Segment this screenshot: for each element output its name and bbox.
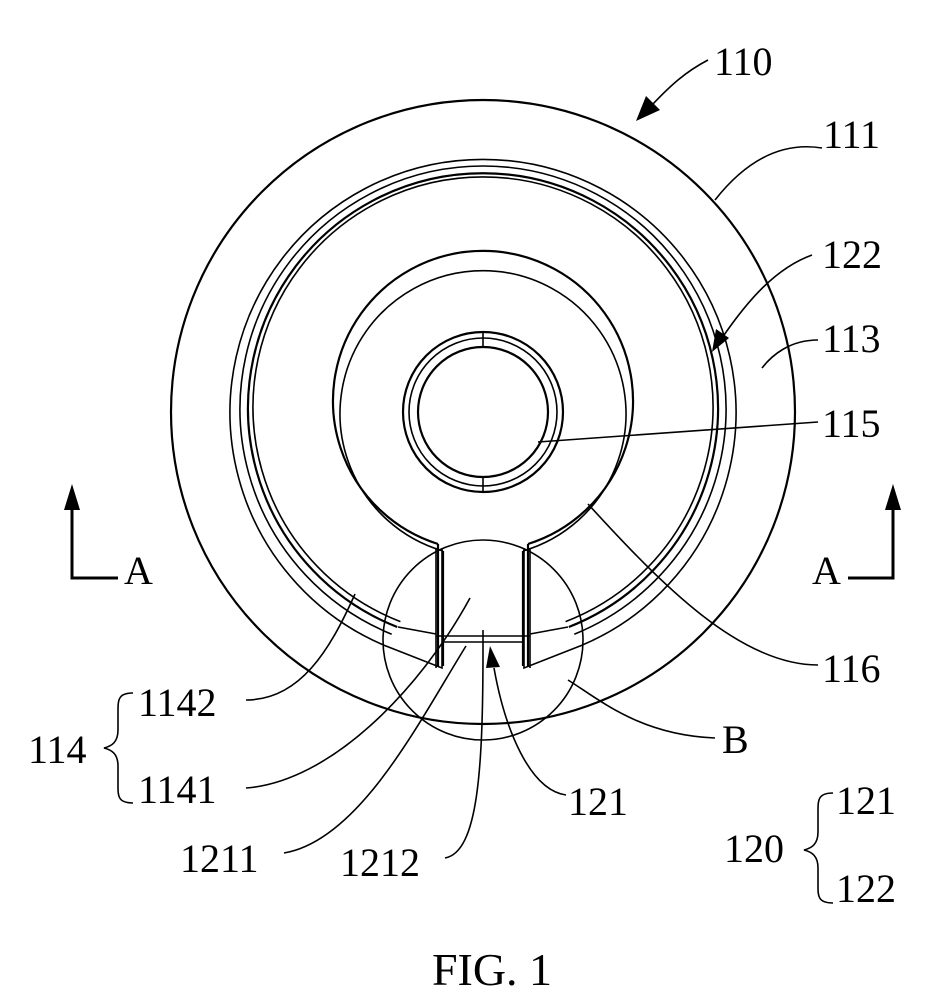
- label-b: B: [722, 717, 749, 762]
- leader-116: [588, 504, 818, 665]
- arrow-122: [712, 255, 812, 352]
- label-1211: 1211: [180, 836, 259, 881]
- hub-mid-ring: [409, 338, 557, 486]
- label-114: 114: [28, 727, 87, 772]
- leader-1212: [445, 648, 483, 858]
- label-1141: 1141: [138, 767, 217, 812]
- label-115: 115: [822, 401, 881, 446]
- brace-114: [104, 693, 133, 803]
- label-1142: 1142: [138, 680, 217, 725]
- brace-120: [804, 793, 833, 903]
- label-110: 110: [714, 39, 773, 84]
- rim-ring-3: [248, 173, 718, 627]
- section-label-left: A: [124, 548, 153, 593]
- label-122-group: 122: [836, 866, 896, 911]
- section-label-right: A: [812, 548, 841, 593]
- hub-outer-ring: [403, 332, 563, 492]
- label-111: 111: [823, 112, 880, 157]
- leader-115: [538, 422, 818, 442]
- inner-c-groove-inner: [340, 271, 626, 551]
- label-120: 120: [724, 826, 784, 871]
- rim-ring-2: [240, 166, 726, 634]
- figure-caption: FIG. 1: [432, 944, 552, 995]
- section-marker-left: [64, 484, 118, 578]
- label-121: 121: [568, 779, 628, 824]
- label-121-group: 121: [836, 778, 896, 823]
- slot-wall-right: [524, 548, 580, 668]
- leader-1142: [246, 594, 355, 700]
- label-116: 116: [822, 646, 881, 691]
- leader-b: [568, 680, 715, 738]
- arrow-110: [636, 60, 708, 121]
- c-groove-tip-right: [523, 544, 528, 666]
- rim-ring-4: [253, 177, 713, 622]
- hub-bore: [418, 347, 548, 477]
- inner-c-groove: [333, 251, 633, 544]
- label-122: 122: [822, 232, 882, 277]
- rim-ring-1: [230, 159, 736, 646]
- section-marker-right: [848, 484, 901, 578]
- label-113: 113: [822, 316, 881, 361]
- slot-wall-left: [386, 548, 442, 668]
- leader-1211: [284, 646, 466, 853]
- label-1212: 1212: [340, 840, 420, 885]
- leader-111: [715, 147, 822, 200]
